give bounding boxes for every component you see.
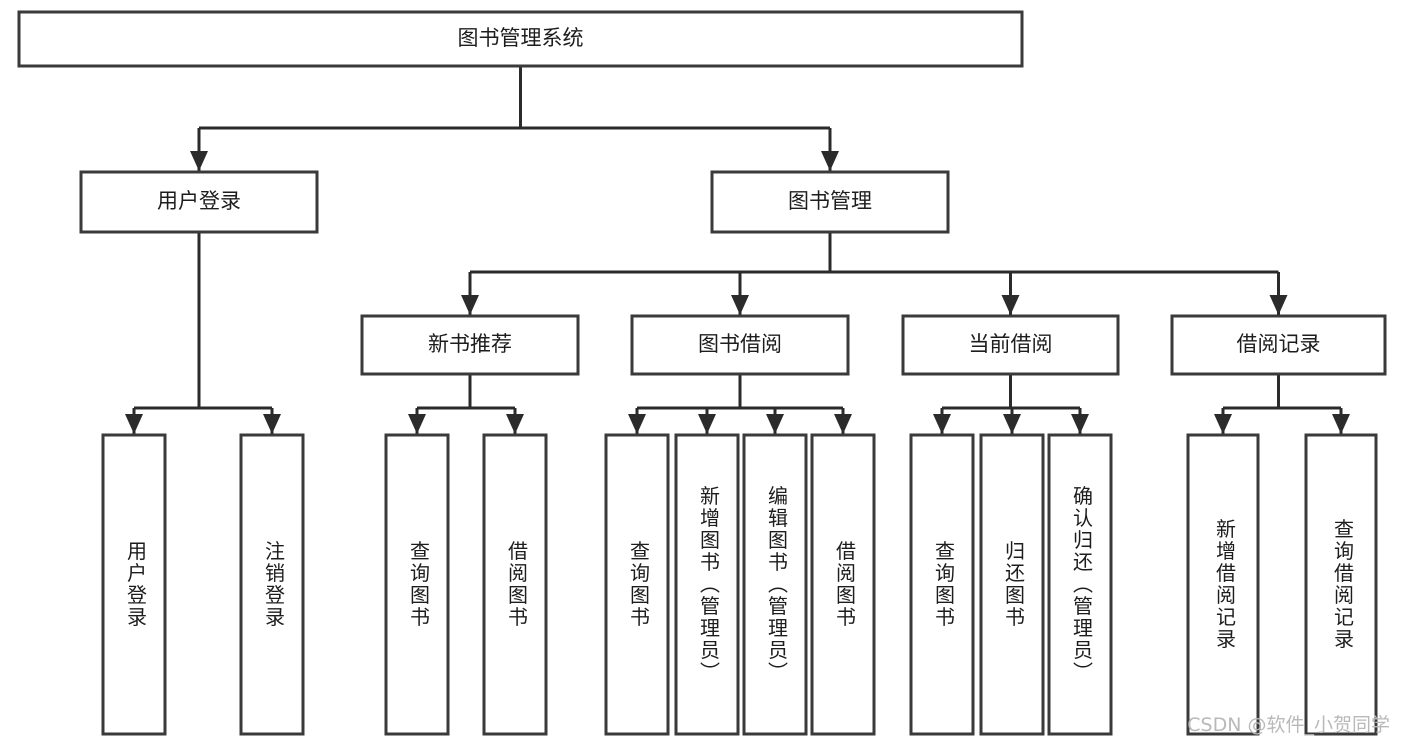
csdn-watermark: CSDN @软件_小贺同学 — [1187, 714, 1390, 736]
arrow-head-icon-leaf-query-book-borrow — [628, 414, 646, 434]
arrow-head-icon-leaf-query-book-current — [933, 414, 951, 434]
node-current-borrow[interactable]: 当前借阅 — [901, 314, 1120, 376]
node-box-leaf-user-login — [101, 433, 167, 736]
node-root[interactable]: 图书管理系统 — [17, 10, 1024, 68]
node-box-leaf-return-book — [979, 433, 1045, 736]
arrow-head-icon-leaf-edit-book-admin — [766, 414, 784, 434]
node-leaf-query-borrow-record[interactable]: 查询借阅记录 — [1304, 433, 1378, 736]
node-label-current-borrow: 当前借阅 — [969, 332, 1053, 356]
node-leaf-borrow-book-recommend[interactable]: 借阅图书 — [482, 433, 548, 736]
node-box-leaf-query-book-current — [909, 433, 975, 736]
arrow-head-icon-new-book-recommend — [461, 295, 479, 315]
arrow-head-icon-leaf-user-login — [125, 414, 143, 434]
arrow-head-icon-leaf-query-borrow-record — [1332, 414, 1350, 434]
node-box-leaf-query-book-borrow — [604, 433, 670, 736]
node-leaf-query-book-borrow[interactable]: 查询图书 — [604, 433, 670, 736]
node-box-book-management — [710, 170, 950, 234]
node-label-leaf-query-borrow-record: 查询借阅记录 — [1331, 518, 1355, 650]
node-label-user-login: 用户登录 — [157, 189, 241, 213]
node-leaf-query-book-recommend[interactable]: 查询图书 — [384, 433, 450, 736]
node-box-leaf-confirm-return-admin — [1047, 433, 1113, 736]
node-box-leaf-borrow-book-recommend — [482, 433, 548, 736]
node-leaf-borrow-book[interactable]: 借阅图书 — [810, 433, 876, 736]
node-box-leaf-borrow-book — [810, 433, 876, 736]
arrow-head-icon-borrow-record — [1269, 295, 1288, 315]
arrow-head-icon-leaf-add-borrow-record — [1214, 414, 1232, 434]
node-box-borrow-record — [1170, 314, 1387, 376]
node-label-borrow-record: 借阅记录 — [1237, 332, 1321, 356]
arrow-head-icon-book-borrow — [731, 295, 749, 315]
node-book-management[interactable]: 图书管理 — [710, 170, 950, 234]
node-book-borrow[interactable]: 图书借阅 — [630, 314, 850, 376]
node-box-leaf-add-borrow-record — [1186, 433, 1260, 736]
arrow-head-icon-leaf-borrow-book-recommend — [506, 414, 524, 434]
node-leaf-return-book[interactable]: 归还图书 — [979, 433, 1045, 736]
node-label-leaf-return-book: 归还图书 — [1002, 540, 1026, 628]
node-label-book-management: 图书管理 — [788, 189, 872, 213]
node-leaf-user-logout[interactable]: 注销登录 — [239, 433, 305, 736]
node-label-leaf-query-book-current: 查询图书 — [932, 540, 956, 628]
node-label-leaf-user-login: 用户登录 — [124, 541, 148, 629]
node-borrow-record[interactable]: 借阅记录 — [1170, 314, 1387, 376]
arrow-head-icon-user-login — [190, 151, 208, 171]
node-label-new-book-recommend: 新书推荐 — [428, 332, 512, 356]
node-new-book-recommend[interactable]: 新书推荐 — [360, 314, 580, 376]
node-label-leaf-user-logout: 注销登录 — [262, 540, 286, 628]
node-box-leaf-add-book-admin — [674, 433, 740, 736]
node-leaf-add-book-admin[interactable]: 新增图书（管理员） — [674, 433, 740, 736]
node-box-new-book-recommend — [360, 314, 580, 376]
arrow-head-icon-leaf-query-book-recommend — [408, 414, 426, 434]
node-leaf-user-login[interactable]: 用户登录 — [101, 433, 167, 736]
node-label-leaf-query-book-borrow: 查询图书 — [627, 540, 651, 628]
node-label-leaf-borrow-book: 借阅图书 — [833, 540, 857, 628]
arrow-head-icon-leaf-confirm-return-admin — [1071, 414, 1089, 434]
node-box-leaf-edit-book-admin — [742, 433, 808, 736]
node-user-login[interactable]: 用户登录 — [79, 170, 319, 234]
node-box-book-borrow — [630, 314, 850, 376]
node-layer: 图书管理系统用户登录图书管理新书推荐图书借阅当前借阅借阅记录用户登录注销登录查询… — [17, 10, 1387, 736]
node-label-leaf-confirm-return-admin: 确认归还（管理员） — [1070, 485, 1094, 683]
node-label-leaf-edit-book-admin: 编辑图书（管理员） — [765, 485, 789, 683]
node-box-root — [17, 10, 1024, 68]
node-label-leaf-borrow-book-recommend: 借阅图书 — [505, 540, 529, 628]
arrow-head-icon-leaf-return-book — [1003, 414, 1021, 434]
node-leaf-add-borrow-record[interactable]: 新增借阅记录 — [1186, 433, 1260, 736]
node-leaf-edit-book-admin[interactable]: 编辑图书（管理员） — [742, 433, 808, 736]
arrow-head-icon-leaf-borrow-book — [834, 414, 852, 434]
node-box-leaf-user-logout — [239, 433, 305, 736]
node-label-leaf-add-borrow-record: 新增借阅记录 — [1213, 518, 1237, 650]
node-label-leaf-query-book-recommend: 查询图书 — [407, 540, 431, 628]
node-label-root: 图书管理系统 — [458, 26, 584, 50]
node-leaf-query-book-current[interactable]: 查询图书 — [909, 433, 975, 736]
connector-layer — [125, 66, 1350, 434]
arrow-head-icon-leaf-user-logout — [263, 414, 281, 434]
node-box-leaf-query-borrow-record — [1304, 433, 1378, 736]
arrow-head-icon-book-management — [821, 151, 839, 171]
arrow-head-icon-leaf-add-book-admin — [698, 414, 716, 434]
node-leaf-confirm-return-admin[interactable]: 确认归还（管理员） — [1047, 433, 1113, 736]
node-box-leaf-query-book-recommend — [384, 433, 450, 736]
node-label-leaf-add-book-admin: 新增图书（管理员） — [697, 485, 721, 683]
node-label-book-borrow: 图书借阅 — [698, 332, 782, 356]
node-box-user-login — [79, 170, 319, 234]
arrow-head-icon-current-borrow — [1001, 295, 1020, 315]
node-box-current-borrow — [901, 314, 1120, 376]
